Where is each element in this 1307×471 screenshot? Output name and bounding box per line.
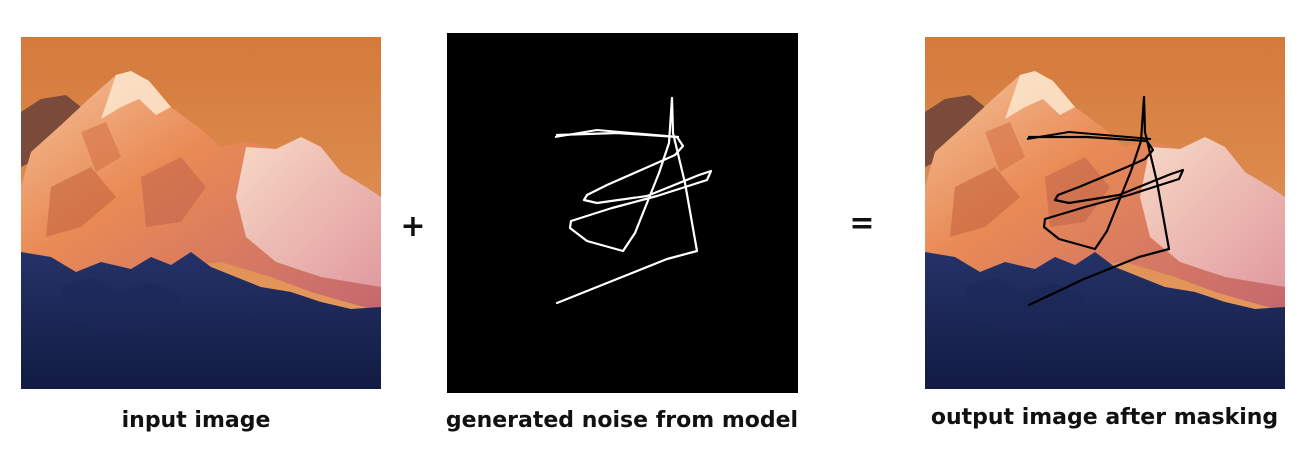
input-image: [21, 37, 381, 389]
noise-mask-image: [447, 33, 798, 393]
input-image-caption: input image: [121, 408, 271, 433]
plus-operator: +: [400, 209, 426, 244]
output-image: [925, 37, 1285, 389]
noise-image-caption: generated noise from model: [445, 408, 799, 433]
masked-mountain-photo: [925, 37, 1285, 389]
output-image-caption: output image after masking: [930, 405, 1279, 430]
mountain-photo: [21, 37, 381, 389]
scribble-noise: [554, 96, 713, 305]
equals-operator: =: [849, 206, 875, 241]
